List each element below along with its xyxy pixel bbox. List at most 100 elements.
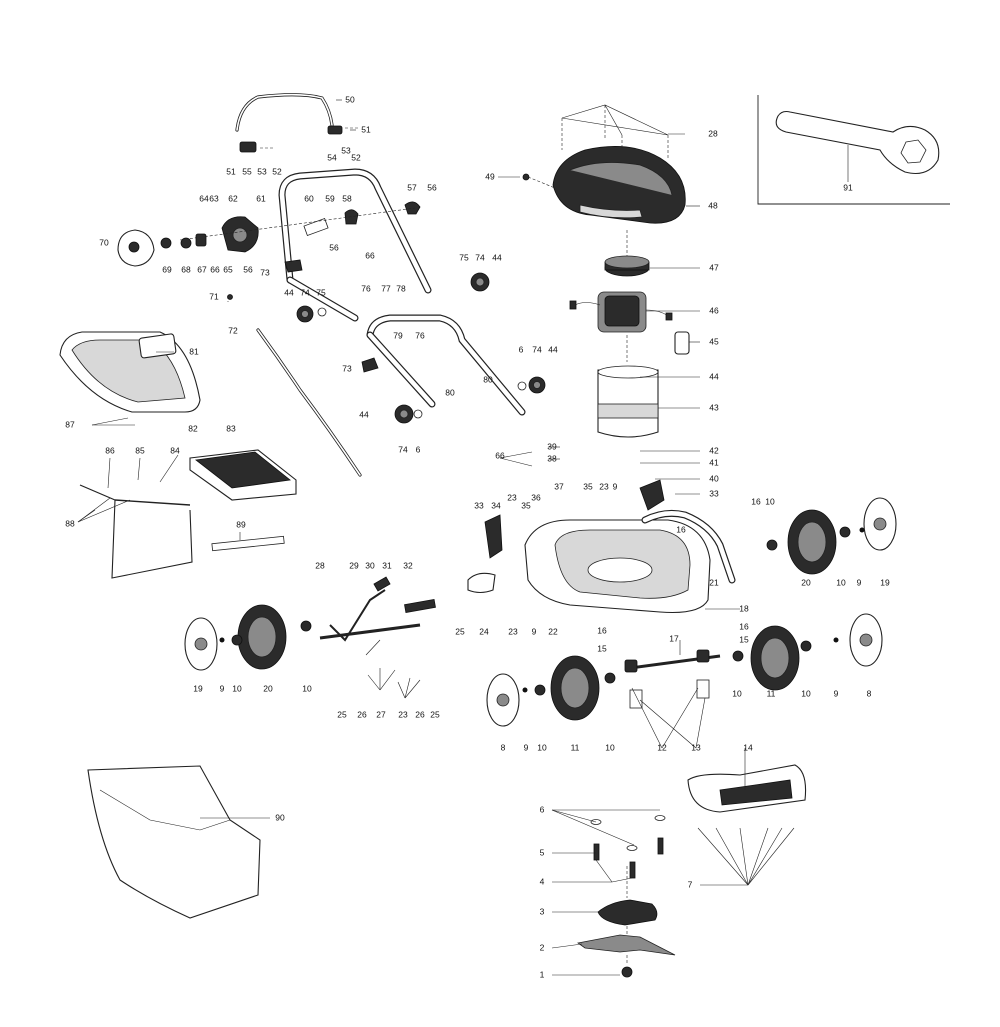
- label-66b: 66: [365, 250, 375, 260]
- label-9c: 9: [532, 626, 537, 636]
- label-66a: 66: [210, 264, 220, 274]
- label-10a: 10: [765, 496, 775, 506]
- label-68: 68: [181, 264, 191, 274]
- label-26b: 26: [415, 709, 425, 719]
- label-57: 57: [407, 182, 417, 192]
- label-2: 2: [540, 942, 545, 952]
- label-28a: 28: [708, 128, 718, 138]
- label-33a: 33: [709, 488, 719, 498]
- label-10h: 10: [605, 742, 615, 752]
- label-10g: 10: [537, 742, 547, 752]
- label-41: 41: [709, 457, 719, 467]
- rear-axle: [624, 649, 721, 709]
- label-44d: 44: [709, 371, 719, 381]
- label-23b: 23: [507, 492, 517, 502]
- label-80a: 80: [483, 374, 493, 384]
- label-12: 12: [657, 742, 667, 752]
- label-59: 59: [325, 193, 335, 203]
- label-89: 89: [236, 519, 246, 529]
- label-91: 91: [843, 182, 853, 192]
- label-8a: 8: [867, 688, 872, 698]
- grass-collector: [59, 331, 297, 919]
- handle-assembly: [179, 93, 526, 416]
- motor-assembly: [569, 230, 690, 438]
- label-23d: 23: [398, 709, 408, 719]
- label-1: 1: [540, 969, 545, 979]
- label-87: 87: [65, 419, 75, 429]
- motor-cover: [522, 104, 686, 224]
- label-56b: 56: [329, 242, 339, 252]
- label-76b: 76: [415, 330, 425, 340]
- label-27: 27: [376, 709, 386, 719]
- label-42: 42: [709, 445, 719, 455]
- label-14: 14: [743, 742, 753, 752]
- wheels: [184, 497, 897, 727]
- label-26a: 26: [357, 709, 367, 719]
- label-10f: 10: [801, 688, 811, 698]
- label-82: 82: [188, 423, 198, 433]
- label-19b: 19: [193, 683, 203, 693]
- label-85: 85: [135, 445, 145, 455]
- label-25a: 25: [455, 626, 465, 636]
- label-38: 38: [547, 453, 557, 463]
- label-70: 70: [99, 237, 109, 247]
- part-drawings: [59, 93, 950, 978]
- label-73a: 73: [260, 267, 270, 277]
- wrench-inset: [757, 95, 950, 205]
- label-44e: 44: [359, 409, 369, 419]
- label-20a: 20: [801, 577, 811, 587]
- label-54: 54: [327, 152, 337, 162]
- label-71: 71: [209, 291, 219, 301]
- blade-assembly: [577, 815, 676, 978]
- label-67: 67: [197, 264, 207, 274]
- label-83: 83: [226, 423, 236, 433]
- label-21: 21: [709, 577, 719, 587]
- label-79: 79: [393, 330, 403, 340]
- label-77: 77: [381, 283, 391, 293]
- label-75a: 75: [459, 252, 469, 262]
- label-5: 5: [540, 847, 545, 857]
- label-80b: 80: [445, 387, 455, 397]
- label-52b: 52: [272, 166, 282, 176]
- label-6a: 6: [519, 344, 524, 354]
- label-81: 81: [189, 346, 199, 356]
- label-9e: 9: [834, 688, 839, 698]
- label-51: 51: [361, 124, 371, 134]
- label-23c: 23: [508, 626, 518, 636]
- label-37: 37: [554, 481, 564, 491]
- knobs: [296, 272, 546, 424]
- label-44a: 44: [492, 252, 502, 262]
- label-78: 78: [396, 283, 406, 293]
- label-61: 61: [256, 193, 266, 203]
- label-74d: 74: [398, 444, 408, 454]
- label-3: 3: [540, 906, 545, 916]
- label-58: 58: [342, 193, 352, 203]
- leader-lines: [77, 99, 849, 976]
- label-43: 43: [709, 402, 719, 412]
- label-22: 22: [548, 626, 558, 636]
- label-49: 49: [485, 171, 495, 181]
- label-17: 17: [669, 633, 679, 643]
- label-51b: 51: [226, 166, 236, 176]
- label-11b: 11: [571, 742, 580, 752]
- label-46: 46: [709, 305, 719, 315]
- label-16d: 16: [739, 621, 749, 631]
- label-76a: 76: [361, 283, 371, 293]
- label-16a: 16: [751, 496, 761, 506]
- label-34: 34: [491, 500, 501, 510]
- label-44c: 44: [548, 344, 558, 354]
- label-6c: 6: [540, 804, 545, 814]
- label-74c: 74: [532, 344, 542, 354]
- label-64: 64: [199, 193, 209, 203]
- label-9d: 9: [220, 683, 225, 693]
- label-6b: 6: [416, 444, 421, 454]
- label-74a: 74: [475, 252, 485, 262]
- label-36: 36: [531, 492, 541, 502]
- label-10b: 10: [836, 577, 846, 587]
- label-24: 24: [479, 626, 489, 636]
- label-56a: 56: [427, 182, 437, 192]
- label-60: 60: [304, 193, 314, 203]
- label-52: 52: [351, 152, 361, 162]
- label-23a: 23: [599, 481, 609, 491]
